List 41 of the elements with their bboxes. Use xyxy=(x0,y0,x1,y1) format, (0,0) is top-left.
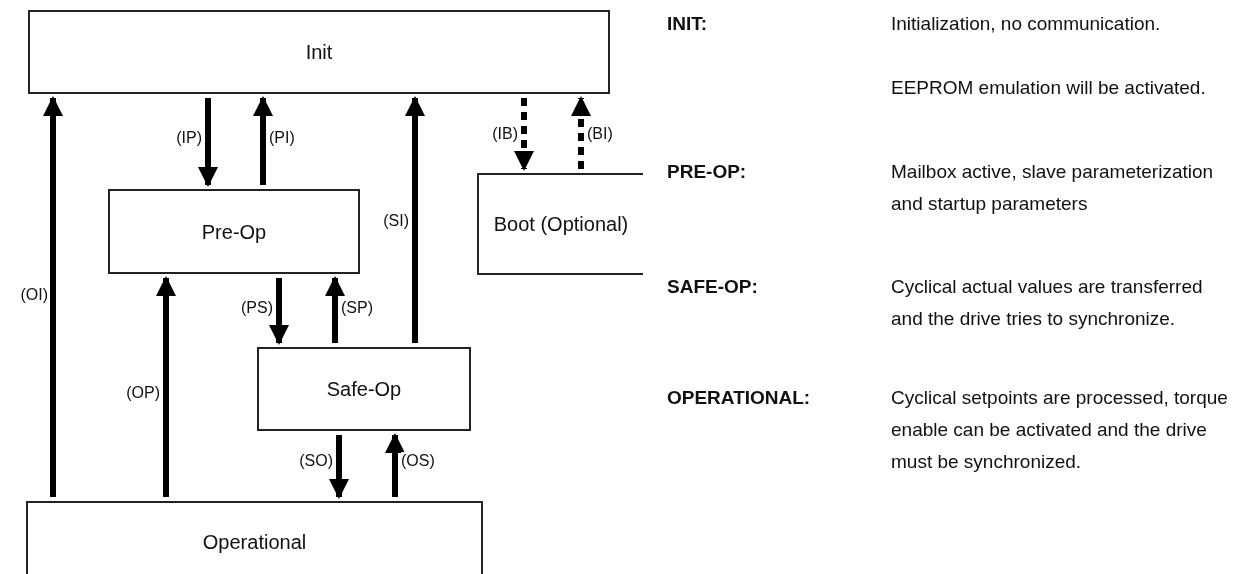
state-box xyxy=(26,501,483,574)
edge-label: (PS) xyxy=(241,299,273,317)
state-term: OPERATIONAL: xyxy=(667,386,811,410)
state-box xyxy=(108,189,360,274)
state-term: SAFE-OP: xyxy=(667,275,758,299)
edge-label: (OP) xyxy=(126,384,160,402)
state-name: Pre-Op xyxy=(201,219,267,245)
edge-label: (PI) xyxy=(269,129,295,147)
arrow xyxy=(253,96,273,185)
arrow xyxy=(325,276,345,343)
arrow xyxy=(269,278,289,345)
state-term: PRE-OP: xyxy=(667,160,747,184)
edge-label: (IB) xyxy=(492,125,518,143)
state-box xyxy=(28,10,610,94)
edge-label: (OS) xyxy=(401,452,435,470)
edge-label: (SI) xyxy=(383,212,409,230)
state-description: EEPROM emulation will be activated. xyxy=(891,76,1207,100)
arrow xyxy=(198,98,218,187)
state-description: Cyclical setpoints are processed, torque enable can be activated and the drive must be synchronized. xyxy=(891,386,1229,474)
arrow xyxy=(329,435,349,499)
state-name: Safe-Op xyxy=(326,377,402,402)
edge-label: (SP) xyxy=(341,299,373,317)
state-term: INIT: xyxy=(667,12,708,36)
arrow xyxy=(385,433,405,497)
state-name: Init xyxy=(305,40,333,65)
state-box xyxy=(477,173,643,275)
state-description: Mailbox active, slave parameterization and startup parameters xyxy=(891,160,1215,216)
state-description: Initialization, no communication. xyxy=(891,12,1162,36)
edge-label: (SO) xyxy=(299,452,333,470)
arrow xyxy=(405,96,425,343)
arrow xyxy=(43,96,63,497)
state-box xyxy=(257,347,471,431)
arrow xyxy=(156,276,176,497)
edge-label: (IP) xyxy=(176,129,202,147)
edge-label: (OI) xyxy=(20,286,48,304)
arrow xyxy=(571,96,591,169)
state-name: Boot (Optional) xyxy=(493,212,629,237)
state-name: Operational xyxy=(202,530,307,555)
edge-label: (BI) xyxy=(587,125,613,143)
arrow xyxy=(514,98,534,171)
state-description: Cyclical actual values are transferred and the drive tries to synchronize. xyxy=(891,275,1204,331)
